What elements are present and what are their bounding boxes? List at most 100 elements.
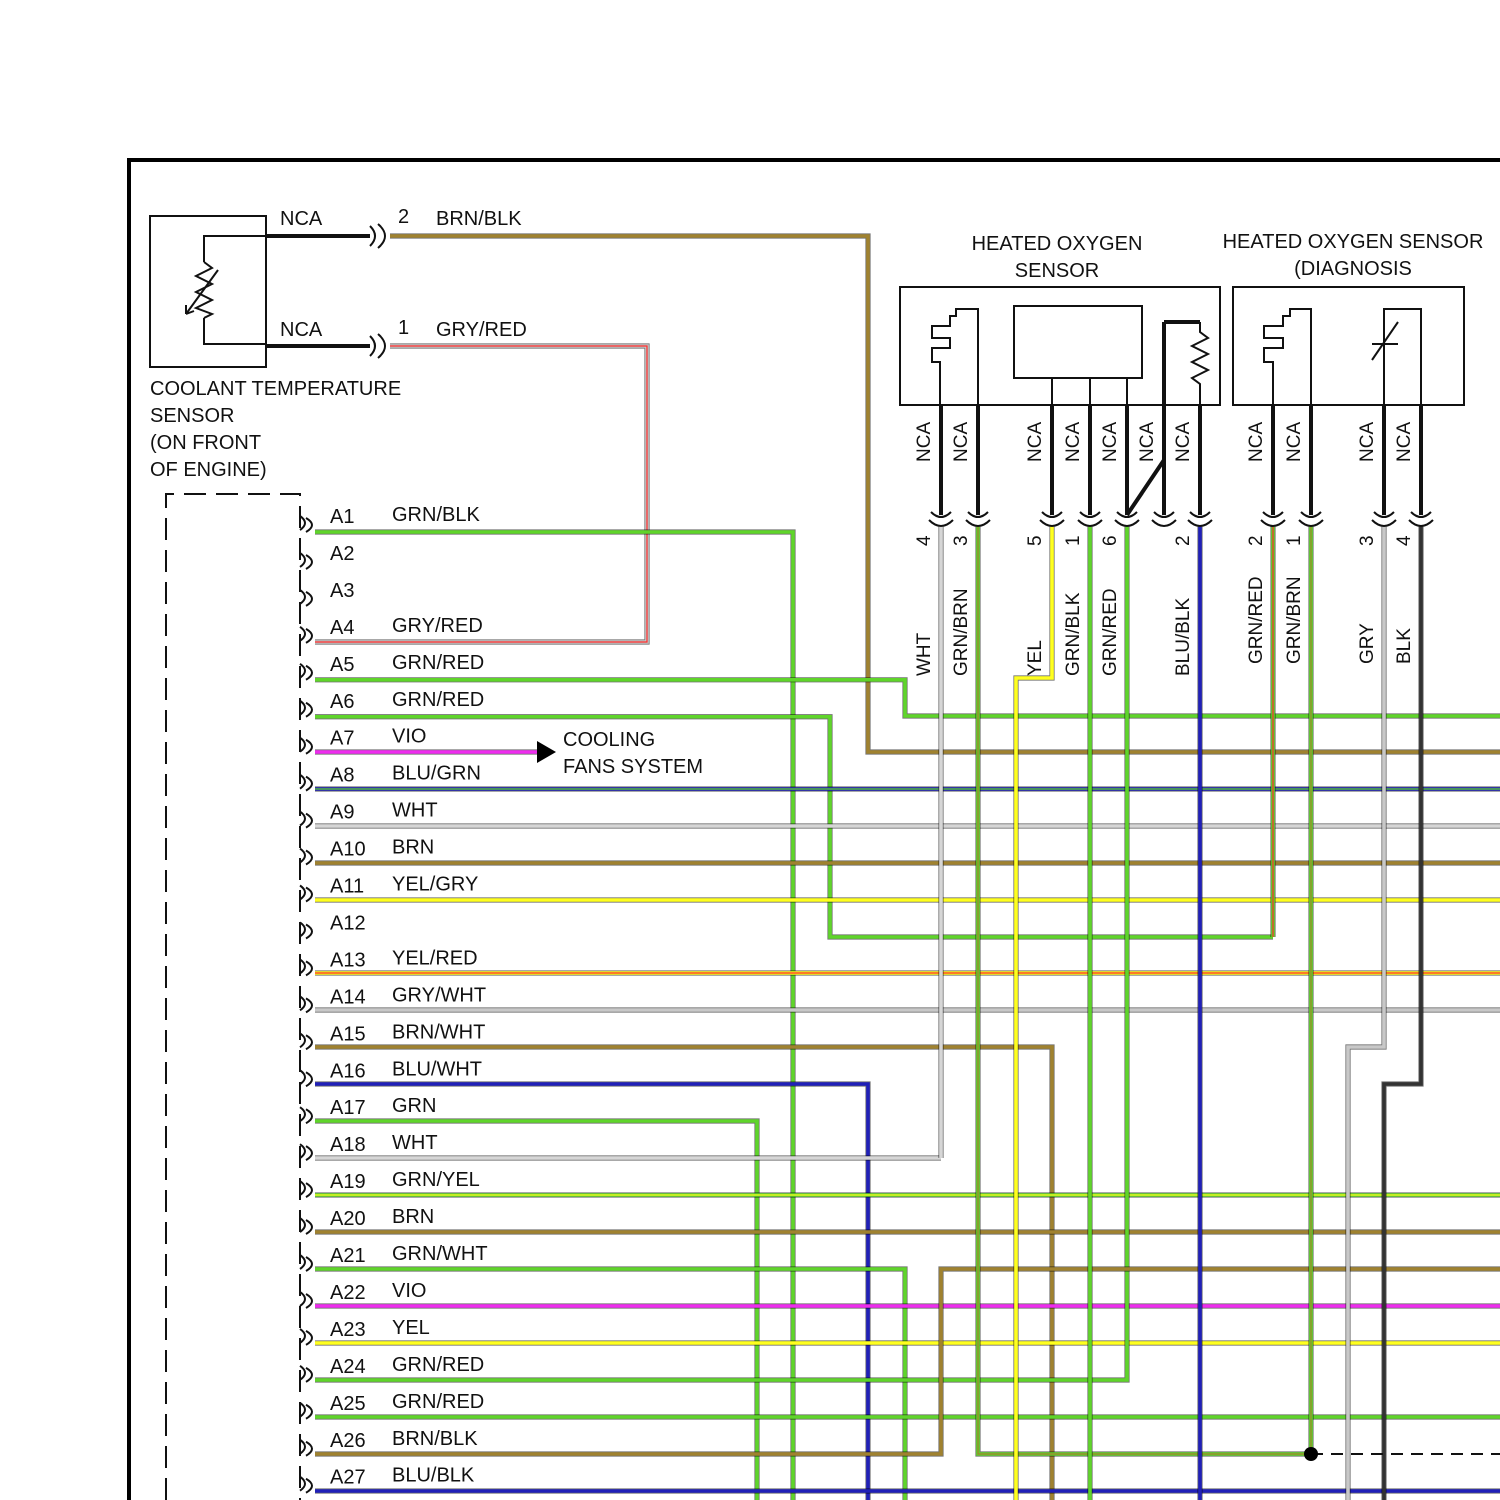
cooling-fans-reference: COOLING FANS SYSTEM: [537, 729, 703, 778]
sensor-pin: NCA4WHT: [914, 405, 953, 676]
variable-sensor-icon: [1372, 309, 1421, 405]
wire-color-label: GRN/YEL: [392, 1169, 480, 1191]
connector-pin-row: A4 GRY/RED: [300, 615, 483, 643]
pin-label: A13: [330, 949, 366, 971]
wire-color-label: BLU/BLK: [1173, 598, 1194, 676]
pin-number: 2: [1246, 535, 1267, 546]
coolant-connector-icon: [370, 224, 385, 358]
sensor-pin: NCA: [1137, 405, 1176, 526]
connector-outline-dashed: [166, 494, 300, 1500]
pin-label: A2: [330, 543, 354, 565]
pin-label: A6: [330, 691, 354, 713]
pin-number: 6: [1100, 535, 1121, 546]
nca-label: NCA: [1284, 422, 1305, 462]
cooling-fans-label: FANS SYSTEM: [563, 756, 703, 778]
ho2s-diagnosis-title: HEATED OXYGEN SENSOR: [1223, 231, 1484, 253]
pin-label: A18: [330, 1134, 366, 1156]
wire-color-label: YEL: [392, 1317, 430, 1339]
wire-color-label: BRN/BLK: [392, 1428, 478, 1450]
wire-color-label: BLU/WHT: [392, 1058, 482, 1080]
wire-color-label: GRN: [392, 1095, 436, 1117]
coolant-sensor-label: (ON FRONT: [150, 432, 261, 454]
coolant-sensor-label: SENSOR: [150, 405, 234, 427]
connector-pin-row: A5 GRN/RED: [300, 652, 484, 680]
pin-label: A1: [330, 506, 354, 528]
splice-dot: [1304, 1447, 1318, 1461]
wire-color-label: GRN/BRN: [951, 588, 972, 676]
nca-label: NCA: [1173, 422, 1194, 462]
wire-a5-grn-red: [315, 680, 1500, 716]
wire-color-label: BLK: [1394, 628, 1415, 664]
wire-color-label: GRN/RED: [1100, 588, 1121, 676]
wire-color-label: BRN: [392, 837, 434, 859]
wire-layer: [315, 236, 1500, 1500]
sensor-pin: NCA5YEL: [1025, 405, 1064, 676]
nca-label: NCA: [1137, 422, 1158, 462]
wire-color-label: GRY/RED: [392, 615, 483, 637]
heated-oxygen-sensor: HEATED OXYGEN SENSOR: [900, 233, 1220, 515]
pin-label: A23: [330, 1319, 366, 1341]
pin-number: 1: [1284, 535, 1305, 546]
pin-label: A5: [330, 654, 354, 676]
sensor-pin: NCA1GRN/BLK: [1063, 405, 1102, 676]
resistor-icon: [1192, 322, 1208, 405]
pin-number: 5: [1025, 535, 1046, 546]
nca-label: NCA: [914, 422, 935, 462]
wire-color-label: VIO: [392, 1280, 426, 1302]
ho2s-diagnosis-title: (DIAGNOSIS: [1294, 258, 1412, 280]
nca-label: NCA: [1357, 422, 1378, 462]
wire-color-label: GRN/BLK: [1063, 592, 1084, 676]
nca-label: NCA: [1394, 422, 1415, 462]
wire-color-label: BRN/WHT: [392, 1021, 485, 1043]
arrow-right-icon: [537, 741, 556, 763]
sensor-pin: NCA 6GRN/RED: [1100, 405, 1139, 676]
coolant-sensor-label: COOLANT TEMPERATURE: [150, 378, 401, 400]
wire-a17-grn: [315, 1121, 757, 1500]
sensor-pin: NCA 1GRN/BRN: [1284, 405, 1323, 664]
nca-label: NCA: [1063, 422, 1084, 462]
connector-pin-row: A2: [300, 543, 354, 569]
heater-element-icon: [932, 309, 978, 405]
coolant-pin-number: 2: [398, 206, 409, 228]
pin-label: A10: [330, 839, 366, 861]
connector-pin-row: A10 BRN: [300, 837, 434, 865]
wire-color-label: YEL/RED: [392, 947, 478, 969]
coolant-wire-label: GRY/RED: [436, 319, 527, 341]
coolant-nca-label: NCA: [280, 208, 323, 230]
coolant-sensor-label: OF ENGINE): [150, 459, 267, 481]
wire-color-label: BLU/GRN: [392, 763, 481, 785]
pin-label: A3: [330, 580, 354, 602]
wire-color-label: GRN/BLK: [392, 504, 480, 526]
wire-color-label: BLU/BLK: [392, 1465, 475, 1487]
wire-color-label: WHT: [914, 632, 935, 676]
pin-label: A16: [330, 1060, 366, 1082]
pin-label: A14: [330, 986, 366, 1008]
wire-color-label: GRN/RED: [392, 652, 484, 674]
pin-label: A4: [330, 617, 354, 639]
heater-element-icon: [1264, 309, 1311, 405]
connector-pin-row: A3: [300, 580, 354, 606]
wire-color-label: YEL/GRY: [392, 874, 478, 896]
pin-number: 2: [1173, 535, 1194, 546]
wire-color-label: GRN/BRN: [1284, 576, 1305, 664]
wire-color-label: GRN/RED: [392, 1354, 484, 1376]
pin-label: A15: [330, 1023, 366, 1045]
pin-label: A25: [330, 1393, 366, 1415]
nca-label: NCA: [951, 422, 972, 462]
pin-label: A17: [330, 1097, 366, 1119]
cooling-fans-label: COOLING: [563, 729, 655, 751]
coolant-nca-label: NCA: [280, 319, 323, 341]
nca-label: NCA: [1100, 422, 1121, 462]
wire-color-label: GRN/RED: [1246, 576, 1267, 664]
pin-label: A7: [330, 728, 354, 750]
sensing-element-box: [1014, 306, 1142, 378]
thermistor-icon: [186, 236, 266, 344]
pin-number: 4: [1394, 535, 1415, 546]
ho2s-title: SENSOR: [1015, 260, 1099, 282]
pin-number: 3: [951, 535, 972, 546]
pin-label: A26: [330, 1430, 366, 1452]
